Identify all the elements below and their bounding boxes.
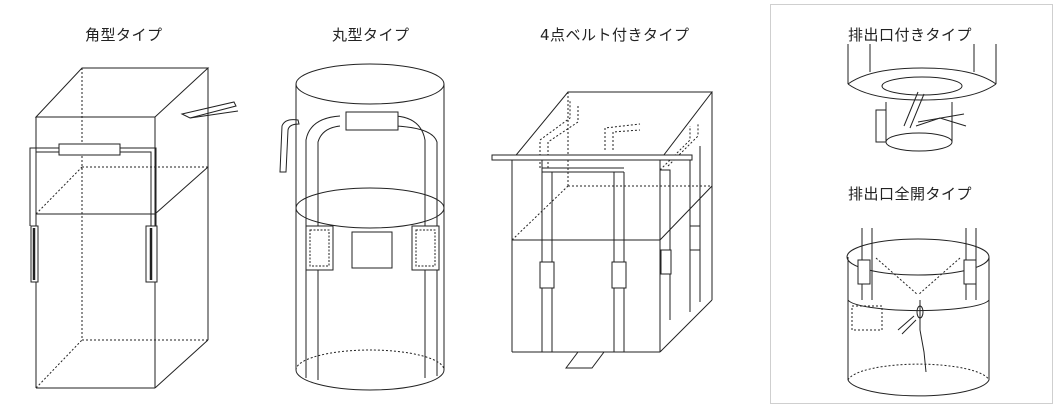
square-bag-drawing <box>29 67 239 389</box>
spout-bag-drawing <box>847 44 997 152</box>
spout-type-label: 排出口付きタイプ <box>848 26 973 44</box>
four-belt-type-label: 4点ベルト付きタイプ <box>540 26 690 44</box>
full-open-type-label: 排出口全開タイプ <box>848 185 973 203</box>
four-belt-bag-drawing <box>491 91 714 369</box>
square-type-label: 角型タイプ <box>85 26 163 44</box>
full-open-bag-drawing <box>846 228 990 397</box>
discharge-types-panel <box>770 4 1053 404</box>
round-type-label: 丸型タイプ <box>332 26 410 44</box>
round-bag-drawing <box>279 63 445 391</box>
